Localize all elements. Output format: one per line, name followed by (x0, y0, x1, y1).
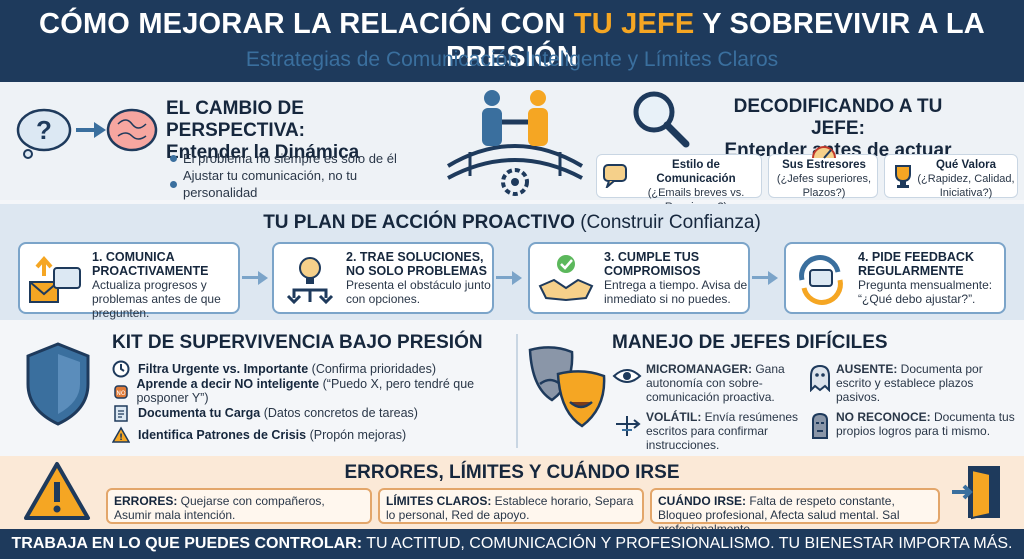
errors-title: ERRORES, LÍMITES Y CUÁNDO IRSE (344, 462, 680, 483)
kit-item: Documenta tu Carga (Datos concretos de t… (112, 402, 514, 424)
exit-door-icon (952, 466, 1000, 520)
weathervane-icon (616, 416, 641, 436)
kit-item: ! Identifica Patrones de Crisis (Propón … (112, 424, 514, 446)
page-subtitle: Estrategias de Comunicación Inteligente … (245, 48, 779, 71)
header: CÓMO MEJORAR LA RELACIÓN CON TU JEFE Y S… (0, 0, 1024, 82)
warning-triangle-icon (24, 462, 90, 520)
handshake-check-icon (538, 255, 594, 302)
clock-icon (112, 360, 130, 378)
perspective-bullet: Ajustar tu comunicación, no tu personali… (170, 167, 434, 201)
trophy-icon (895, 165, 911, 188)
plan-step-4: 4. PIDE FEEDBACK REGULARMENTE Pregunta m… (784, 242, 1006, 314)
decode-item-values: Qué Valora (¿Rapidez, Calidad, Iniciativ… (884, 154, 1018, 199)
masks-icon (528, 346, 606, 428)
kit-title: KIT DE SUPERVIVENCIA BAJO PRESIÓN (112, 332, 483, 353)
hand-stop-icon: NO (114, 385, 128, 399)
svg-text:?: ? (36, 115, 52, 145)
decode-item-style: Estilo de Comunicación (¿Emails breves v… (596, 154, 762, 213)
perspective-panel: ? EL CAMBIO DE PERSPECTIVA: Entender la … (14, 92, 434, 202)
step-arrow (242, 276, 260, 279)
when-to-leave-box: CUÁNDO IRSE: Falta de respeto constante,… (650, 488, 940, 536)
decode-item-stressors: Sus Estresores (¿Jefes superiores, Plazo… (768, 146, 878, 199)
moai-icon (812, 412, 828, 439)
errors-box: ERRORES: Quejarse con compañeros, Asumir… (106, 488, 372, 524)
gauge-icon (812, 146, 836, 159)
plan-step-2: 2. TRAE SOLUCIONES, NO SOLO PROBLEMAS Pr… (272, 242, 494, 314)
difficult-title: MANEJO DE JEFES DIFÍCILES (612, 332, 888, 353)
kit-item: NO Aprende a decir NO inteligente (“Pued… (112, 377, 514, 405)
plan-step-3: 3. CUMPLE TUS COMPROMISOS Entrega a tiem… (528, 242, 750, 314)
svg-text:!: ! (119, 433, 123, 443)
kit-item: Filtra Urgente vs. Importante (Confirma … (112, 358, 514, 380)
step-arrow (496, 276, 514, 279)
lightbulb-icon (286, 257, 334, 305)
shield-icon (26, 342, 90, 426)
ghost-icon (810, 364, 830, 392)
warning-icon: ! (112, 426, 130, 443)
step-arrow (752, 276, 770, 279)
svg-text:NO: NO (116, 390, 125, 397)
mail-chat-icon (29, 255, 81, 303)
chat-icon (603, 164, 627, 188)
eye-icon (612, 369, 642, 383)
feedback-cycle-icon (799, 255, 843, 305)
plan-step-1: 1. COMUNICA PROACTIVAMENTE Actualiza pro… (18, 242, 240, 320)
perspective-title: EL CAMBIO DE PERSPECTIVA: (166, 98, 306, 141)
difficult-panel: MANEJO DE JEFES DIFÍCILES MICROMANAGER: … (522, 326, 1020, 454)
plan-title: TU PLAN DE ACCIÓN PROACTIVO (Construir C… (263, 212, 761, 233)
handshake-bridge-icon (446, 90, 584, 196)
kit-panel: KIT DE SUPERVIVENCIA BAJO PRESIÓN Filtra… (14, 326, 514, 454)
decode-title: DECODIFICANDO A TU JEFE: (733, 96, 943, 139)
document-icon (114, 405, 128, 422)
perspective-bullet: El problema no siempre es solo de él (170, 150, 434, 167)
footer: TRABAJA EN LO QUE PUEDES CONTROLAR: TU A… (0, 529, 1024, 559)
divider (516, 334, 518, 448)
page-title: CÓMO MEJORAR LA RELACIÓN CON TU JEFE Y S… (39, 8, 985, 73)
magnifier-icon (633, 91, 690, 148)
perspective-subtitle: Entender la Dinámica (166, 142, 360, 163)
thought-brain-icon: ? (16, 108, 158, 159)
limits-box: LÍMITES CLAROS: Establece horario, Separ… (378, 488, 644, 524)
decode-panel: DECODIFICANDO A TU JEFE: Entender antes … (596, 86, 1020, 213)
